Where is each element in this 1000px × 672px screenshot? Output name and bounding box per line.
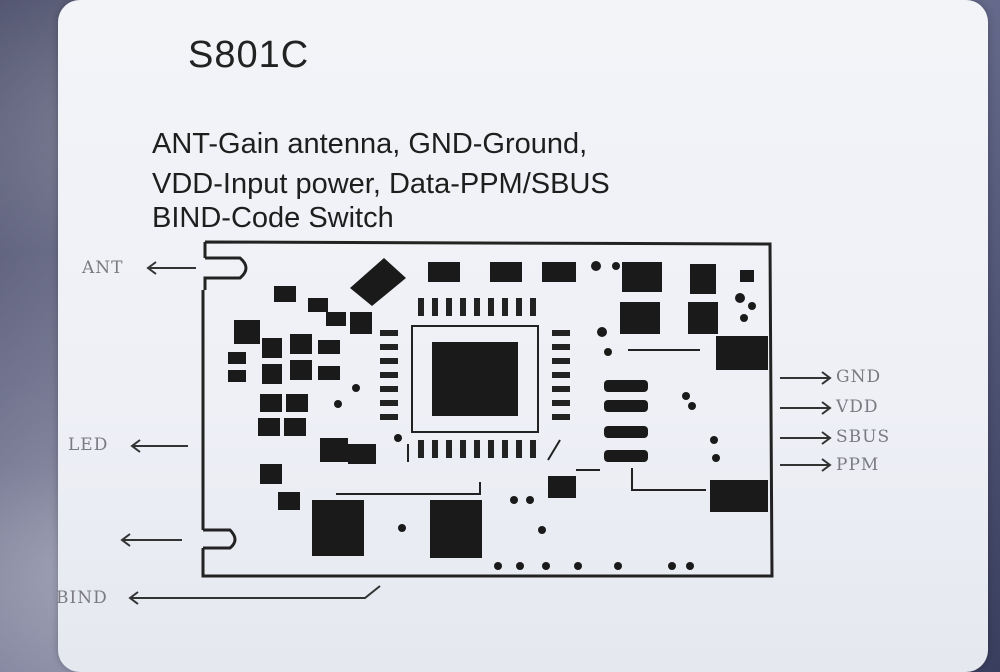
board-outline: [201, 240, 774, 578]
bind-notch: [203, 528, 237, 550]
pin-label-gnd: GND: [836, 367, 882, 387]
top-components: [274, 258, 768, 370]
pin-label-led: LED: [68, 435, 109, 455]
description-line-2: VDD-Input power, Data-PPM/SBUS: [152, 168, 610, 200]
left-pin-arrows: [120, 261, 381, 605]
ant-notch: [203, 256, 248, 290]
description-line-3: BIND-Code Switch: [152, 202, 394, 234]
bind-arrow: [130, 585, 381, 599]
description-line-1: ANT-Gain antenna, GND-Ground,: [152, 128, 588, 160]
pin-label-ant: ANT: [82, 258, 124, 278]
pin-label-sbus: SBUS: [836, 427, 891, 447]
model-title: S801C: [188, 34, 310, 76]
left-components: [228, 320, 402, 510]
right-bottom-components: [312, 327, 768, 570]
right-pin-arrows: [780, 371, 832, 472]
main-chip: [432, 342, 518, 416]
chip-pins: [380, 298, 570, 458]
pin-label-vdd: VDD: [836, 397, 879, 417]
pin-label-ppm: PPM: [836, 455, 880, 475]
chip-outline: [411, 325, 539, 433]
pcb-traces: [336, 349, 706, 495]
pin-label-bind: BIND: [56, 588, 108, 608]
product-label: [58, 0, 988, 672]
